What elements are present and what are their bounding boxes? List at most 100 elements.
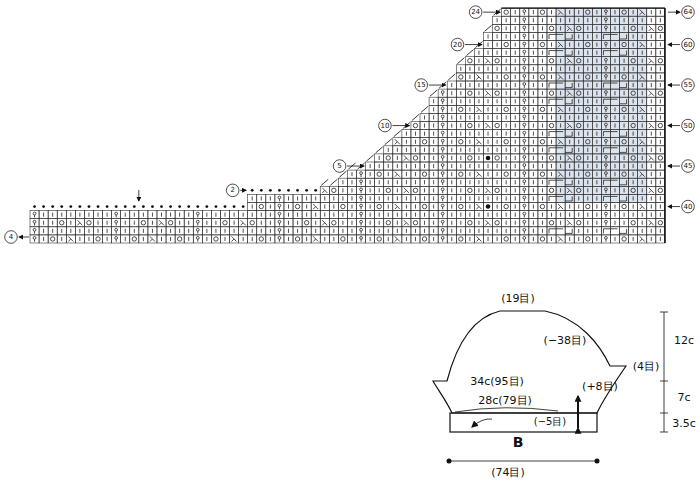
chart-cell [574, 227, 583, 235]
chart-cell [474, 113, 483, 121]
stitch-symbol [424, 229, 425, 233]
chart-cell [502, 32, 511, 40]
chart-cell [366, 227, 375, 235]
stitch-symbol [506, 115, 507, 119]
stitch-symbol [478, 67, 479, 71]
chart-cell [320, 235, 329, 243]
chart-cell [411, 162, 420, 170]
stitch-symbol [660, 237, 661, 241]
chart-cell [456, 227, 465, 235]
stitch-symbol [451, 196, 452, 200]
stitch-symbol [605, 156, 608, 161]
stitch-symbol [313, 204, 318, 209]
chart-cell [583, 24, 592, 32]
stitch-symbol [413, 221, 417, 225]
chart-cell [493, 154, 502, 162]
chart-cell [538, 81, 547, 89]
stitch-symbol [433, 205, 434, 209]
chart-cell [656, 41, 665, 49]
stitch-symbol [506, 221, 507, 225]
chart-cell [474, 170, 483, 178]
stitch-symbol [596, 107, 597, 111]
chart-cell [547, 130, 556, 138]
chart-cell [347, 203, 356, 211]
stitch-symbol [424, 132, 425, 136]
chart-cell [493, 194, 502, 202]
chart-cell [656, 154, 665, 162]
stitch-symbol [523, 237, 526, 242]
chart-cell [420, 122, 429, 130]
stitch-symbol [515, 229, 516, 233]
chart-cell [438, 105, 447, 113]
stitch-symbol [497, 34, 498, 38]
stitch-symbol [506, 99, 507, 103]
chart-cell [284, 227, 293, 235]
stitch-symbol [587, 83, 588, 87]
chart-cell [511, 65, 520, 73]
chart-cell [592, 122, 601, 130]
chart-cell [39, 211, 48, 219]
chart-cell [520, 41, 529, 49]
chart-cell [474, 186, 483, 194]
chart-cell [393, 203, 402, 211]
chart-cell [647, 211, 656, 219]
stitch-symbol [351, 180, 352, 184]
stitch-symbol [388, 213, 389, 217]
stitch-symbol [177, 237, 181, 241]
stitch-symbol [533, 205, 534, 209]
stitch-symbol [515, 91, 516, 95]
stitch-symbol [587, 91, 588, 95]
chart-cell [347, 194, 356, 202]
row-number-circle [415, 79, 428, 92]
stitch-symbol [170, 229, 171, 233]
stitch-symbol [478, 99, 479, 103]
stitch-symbol [261, 196, 262, 200]
chart-cell [620, 105, 629, 113]
stitch-symbol [150, 236, 155, 241]
stitch-symbol [558, 139, 563, 144]
stitch-symbol [179, 229, 180, 233]
chart-cell [656, 178, 665, 186]
chart-cell [474, 235, 483, 243]
chart-cell [538, 113, 547, 121]
stitch-symbol [660, 172, 661, 176]
stitch-symbol [234, 229, 235, 233]
chart-cell [502, 170, 511, 178]
bind-off-mark [321, 179, 328, 185]
chart-cell [465, 162, 474, 170]
chart-cell [556, 41, 565, 49]
stitch-symbol [395, 172, 400, 177]
stitch-symbol [196, 212, 199, 217]
stitch-symbol [587, 124, 588, 128]
chart-cell [357, 186, 366, 194]
chart-cell [610, 203, 619, 211]
chart-cell [465, 194, 474, 202]
chart-cell [610, 154, 619, 162]
chart-cell [574, 178, 583, 186]
chart-cell [429, 170, 438, 178]
chart-cell [601, 203, 610, 211]
bind-off-dot [142, 205, 145, 208]
chart-cell [656, 162, 665, 170]
chart-cell [384, 211, 393, 219]
chart-cell [284, 219, 293, 227]
chart-cell [547, 227, 556, 235]
stitch-symbol [615, 18, 616, 22]
chart-cell [647, 235, 656, 243]
chart-cell [583, 105, 592, 113]
stitch-symbol [370, 180, 371, 184]
chart-cell [629, 211, 638, 219]
stitch-symbol [660, 115, 661, 119]
stitch-symbol [651, 43, 652, 47]
chart-cell [656, 73, 665, 81]
stitch-symbol [587, 156, 588, 160]
stitch-symbol [586, 42, 590, 46]
chart-cell [565, 162, 574, 170]
row-direction-arrow [668, 85, 680, 86]
stitch-symbol [542, 156, 543, 160]
chart-cell [647, 146, 656, 154]
stitch-symbol [478, 59, 479, 63]
chart-cell [493, 211, 502, 219]
chart-cell [484, 105, 493, 113]
stitch-symbol [622, 204, 626, 208]
